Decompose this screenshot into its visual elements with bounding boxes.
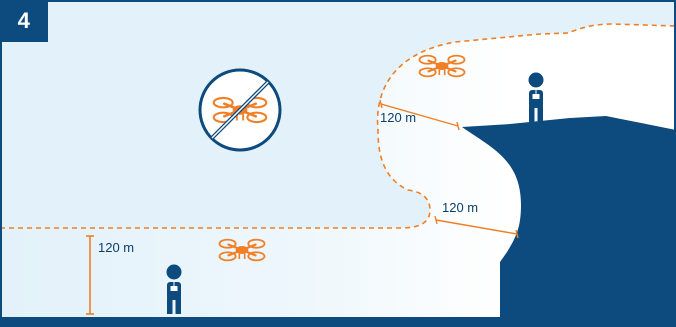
no-drone-prohibited-icon	[200, 70, 280, 150]
cliff-upper-label: 120 m	[380, 110, 416, 125]
cliff-lower-label: 120 m	[442, 200, 478, 215]
step-number-badge: 4	[0, 0, 48, 42]
ground-height-label: 120 m	[98, 240, 134, 255]
